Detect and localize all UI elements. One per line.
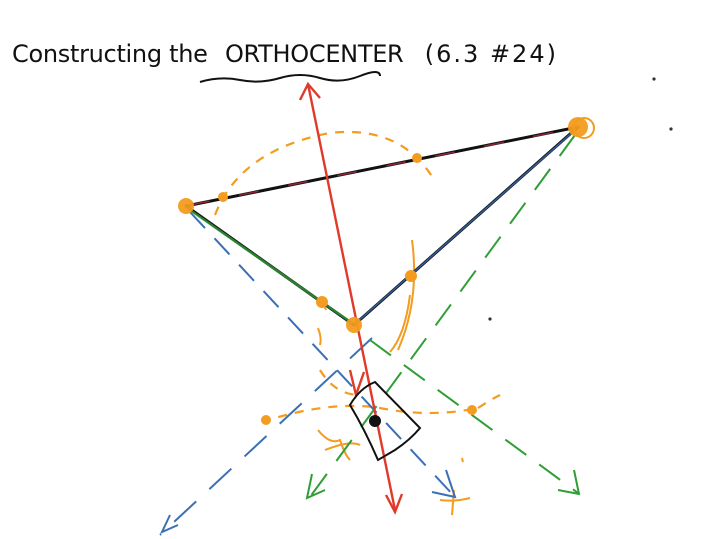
side-overlay-left xyxy=(189,209,353,324)
stray-dot xyxy=(652,77,656,81)
arc-intersection-points xyxy=(218,153,477,425)
stray-dot xyxy=(669,127,673,131)
vertex-bottom-marker xyxy=(346,317,362,333)
construction-arcs xyxy=(213,130,501,424)
vertex-markers xyxy=(178,117,588,333)
vertex-left-marker xyxy=(178,198,194,214)
construction-arcs-solid xyxy=(317,239,471,516)
title-reference: (6.3 #24) xyxy=(424,40,558,68)
right-angle-box xyxy=(348,380,422,462)
altitude-red xyxy=(298,81,404,515)
orthocenter-point xyxy=(369,415,381,427)
triangle xyxy=(184,125,580,327)
side-overlay-right xyxy=(355,129,576,324)
side-overlay-top xyxy=(189,127,576,206)
title-emphasis: ORTHOCENTER xyxy=(224,40,404,68)
title-underline xyxy=(199,71,381,83)
vertex-right-marker xyxy=(568,117,588,137)
page-title: Constructing the ORTHOCENTER (6.3 #24) xyxy=(12,40,558,68)
stray-dot xyxy=(488,317,492,321)
altitude-blue xyxy=(159,211,457,536)
title-prefix: Constructing the xyxy=(12,40,208,68)
altitude-green xyxy=(305,134,581,500)
